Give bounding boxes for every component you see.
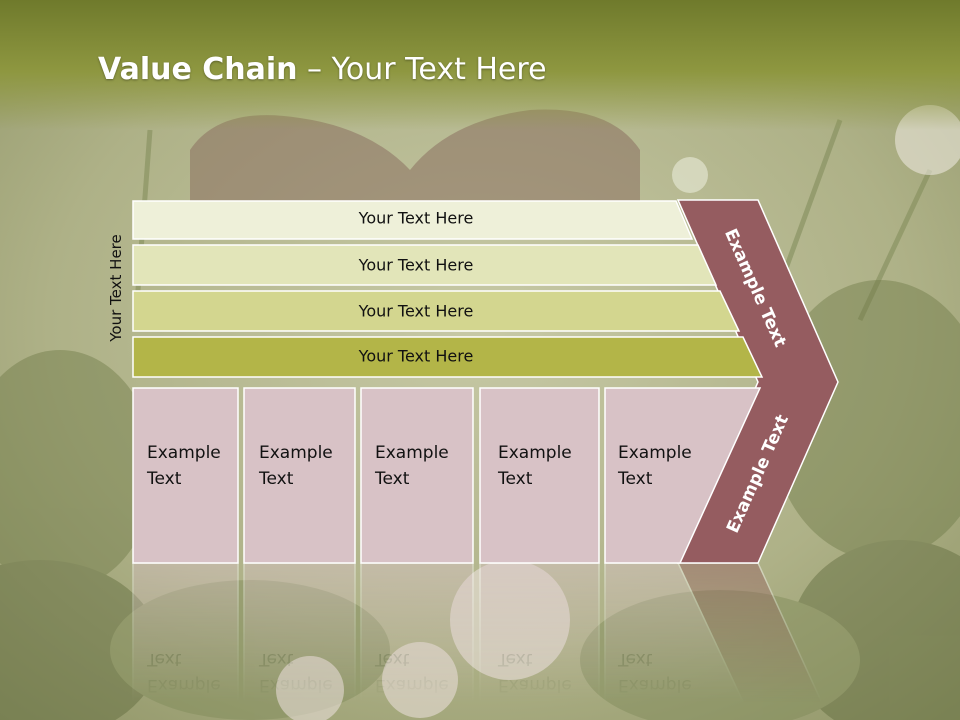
activity-box-1-line2: Text: [146, 469, 182, 489]
reflection-text: Example: [498, 675, 572, 695]
title-bar: [0, 0, 960, 130]
activity-box-2: [243, 387, 356, 564]
activity-box-4: [479, 387, 600, 564]
activity-box-2-line2: Text: [258, 469, 294, 489]
support-bar-4-label: Your Text Here: [358, 347, 474, 366]
heart-shape: [190, 109, 640, 230]
reflection-text: Text: [617, 649, 653, 669]
activity-box-3: [360, 387, 474, 564]
activity-box-3-line2: Text: [374, 469, 410, 489]
activity-box-4-line1: Example: [498, 443, 572, 463]
reflection-text: Text: [374, 649, 410, 669]
activity-box-5-line1: Example: [618, 443, 692, 463]
activity-box-5-line2: Text: [617, 469, 653, 489]
support-bar-1: [132, 200, 694, 240]
support-bar-3: [132, 290, 741, 332]
reflection-text: Example: [375, 675, 449, 695]
activity-box-5: [604, 387, 762, 564]
reflection-text: Example: [618, 675, 692, 695]
support-bar-2-label: Your Text Here: [358, 256, 474, 275]
activity-box-3-line1: Example: [375, 443, 449, 463]
support-bar-1-label: Your Text Here: [358, 209, 474, 228]
diagram-reflection: Example Text Example Text Example Text E…: [132, 562, 831, 720]
support-bar-4: [132, 336, 764, 378]
activity-box-1-line1: Example: [147, 443, 221, 463]
support-bar-3-label: Your Text Here: [358, 302, 474, 321]
title-bold: Value Chain: [98, 52, 298, 87]
reflection-text: Text: [146, 649, 182, 669]
reflection-text: Text: [258, 649, 294, 669]
reflection-text: Example: [147, 675, 221, 695]
support-bar-2: [132, 244, 718, 286]
reflection-text: Example: [259, 675, 333, 695]
activity-box-4-line2: Text: [497, 469, 533, 489]
slide-title: Value Chain – Your Text Here: [98, 52, 547, 87]
activity-box-1: [132, 387, 239, 564]
activity-box-2-line1: Example: [259, 443, 333, 463]
title-rest: – Your Text Here: [297, 52, 547, 87]
reflection-text: Text: [497, 649, 533, 669]
